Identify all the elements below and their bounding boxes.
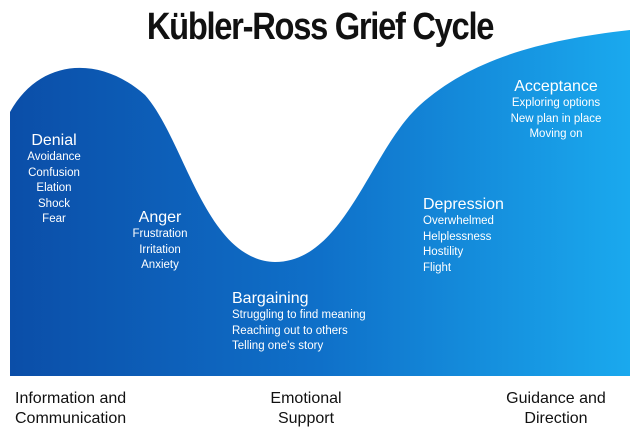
label-guidance-direction: Guidance and Direction bbox=[494, 389, 618, 429]
curve-area bbox=[10, 30, 630, 376]
stage-acceptance-item: Exploring options bbox=[511, 97, 601, 109]
stage-acceptance-item: New plan in place bbox=[510, 112, 602, 125]
stage-denial: Denial Avoidance Confusion Elation Shock… bbox=[14, 131, 94, 228]
stage-denial-item: Elation bbox=[36, 182, 72, 195]
diagram-title: Kübler-Ross Grief Cycle bbox=[146, 6, 495, 48]
stage-depression: Depression Overwhelmed Helplessness Host… bbox=[423, 195, 533, 276]
label-information-communication: Information and Communication bbox=[15, 389, 126, 429]
label-line: Information and bbox=[15, 390, 127, 407]
stage-depression-item: Hostility bbox=[423, 246, 464, 259]
label-line: Direction bbox=[524, 410, 588, 427]
stage-depression-item: Flight bbox=[423, 261, 452, 274]
label-line: Guidance and bbox=[506, 390, 606, 407]
stage-denial-item: Fear bbox=[42, 213, 66, 226]
label-line: Emotional bbox=[270, 390, 342, 407]
stage-acceptance-item: Moving on bbox=[529, 128, 583, 141]
stage-bargaining-item: Reaching out to others bbox=[232, 324, 348, 337]
stage-depression-item: Overwhelmed bbox=[423, 215, 494, 227]
stage-bargaining-title: Bargaining bbox=[232, 290, 309, 307]
stage-bargaining: Bargaining Struggling to find meaning Re… bbox=[232, 289, 412, 355]
stage-anger-item: Anxiety bbox=[141, 259, 179, 272]
label-emotional-support: Emotional Support bbox=[246, 389, 366, 429]
stage-bargaining-item: Telling one’s story bbox=[232, 340, 324, 353]
stage-depression-title: Depression bbox=[423, 196, 504, 213]
stage-denial-item: Confusion bbox=[28, 166, 80, 179]
stage-denial-item: Shock bbox=[38, 197, 70, 210]
label-line: Support bbox=[277, 410, 335, 427]
stage-anger-item: Frustration bbox=[132, 228, 188, 240]
label-line: Communication bbox=[15, 410, 127, 427]
stage-anger: Anger Frustration Irritation Anxiety bbox=[119, 208, 201, 274]
stage-acceptance: Acceptance Exploring options New plan in… bbox=[500, 77, 612, 143]
stage-bargaining-item: Struggling to find meaning bbox=[232, 309, 366, 321]
stage-acceptance-title: Acceptance bbox=[514, 78, 598, 95]
stage-anger-title: Anger bbox=[138, 209, 182, 226]
stage-denial-item: Avoidance bbox=[27, 151, 81, 163]
stage-denial-title: Denial bbox=[31, 132, 77, 149]
stage-depression-item: Helplessness bbox=[423, 230, 492, 243]
stage-anger-item: Irritation bbox=[139, 243, 181, 256]
